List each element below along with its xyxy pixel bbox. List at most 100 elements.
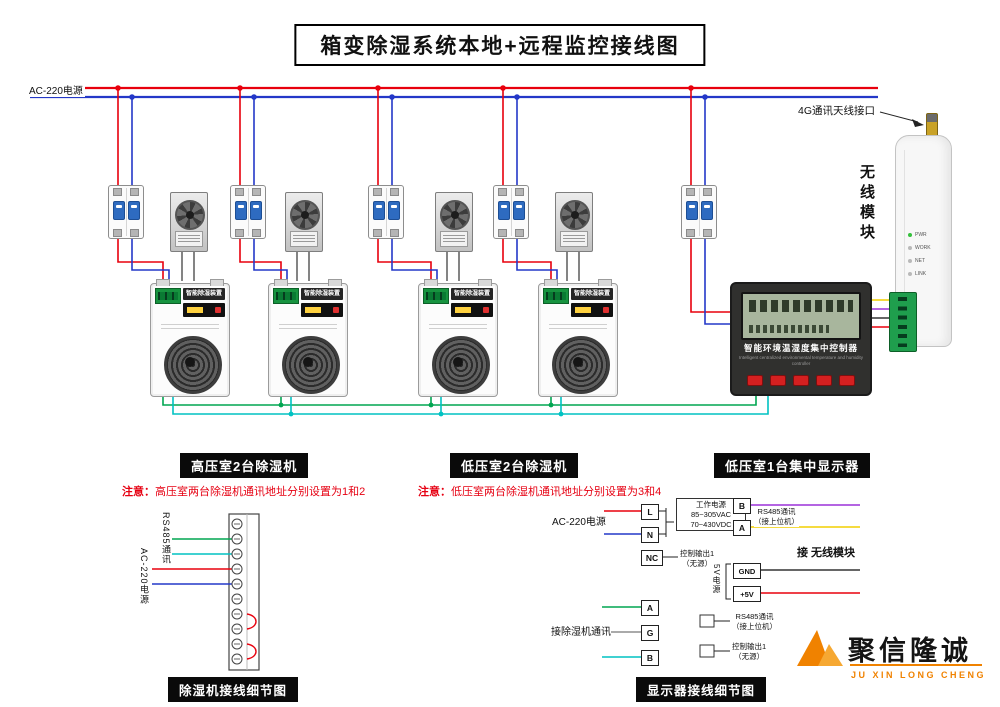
breaker-terminals [369,229,403,237]
display-detail-linework [602,504,860,658]
fan-unit-plate [560,231,588,247]
controller-button [770,375,786,386]
rs485-comm-wires [162,392,769,415]
rs485-host-label: RS485通讯 （接上位机） [754,507,799,527]
circuit-breaker-4 [493,185,529,239]
module-led-panel: PWR WORK NET LINK [908,228,948,280]
breaker-toggle [373,201,385,220]
terminal-A-out: A [733,520,751,536]
mount-ear [274,279,288,286]
circuit-breaker-1 [108,185,144,239]
rs485-host-line: RS485通讯 [757,507,796,516]
control-output-line: （无源） [734,651,765,661]
central-controller: 智能环境温湿度集中控制器 Intelligent centralized env… [730,282,872,396]
page-title: 箱变除湿系统本地+远程监控接线图 [294,24,706,66]
dehumidifier-1: 智能除湿装置 [150,279,230,397]
fan-unit-plate [175,231,203,247]
breaker-terminals [682,188,716,196]
logo-company-name-en: JU XIN LONG CHENG [851,670,987,680]
dehumidifier-nameplate: 智能除湿装置 [301,288,343,300]
blue-feeder-wires [131,97,730,325]
vents [161,324,219,332]
circuit-breaker-5 [681,185,717,239]
terminal-GND: GND [733,563,761,579]
breaker-toggle [235,201,247,220]
red-feeder-wires [117,88,730,313]
control-output-line: （无源） [682,558,713,568]
control-output-label-2: 控制输出1 （无源） [732,642,767,662]
mount-ear [156,279,170,286]
controller-button [747,375,763,386]
breaker-terminals [682,229,716,237]
dehumidifier-nameplate: 智能除湿装置 [183,288,225,300]
breaker-toggle [250,201,262,220]
note-text: 低压室两台除湿机通讯地址分别设置为3和4 [451,486,662,498]
fan-grill-icon [282,336,340,394]
fan-unit-leads [181,250,580,281]
breaker-terminals [369,188,403,196]
dehumidifier-display [571,303,613,317]
rs485-host-label-2: RS485通讯 （接上位机） [732,612,777,632]
power-bus-wires [30,86,878,99]
note-text: 高压室两台除湿机通讯地址分别设置为1和2 [155,486,366,498]
mount-ear [210,279,224,286]
terminal-N: N [641,527,659,543]
mount-ear [544,279,558,286]
led-row: NET [908,254,948,267]
breaker-toggle [113,201,125,220]
dehum-detail-power-label: AC-220电源 [139,548,149,605]
ac-power-label: AC-220电源 [27,82,85,97]
display-detail-ac-label: AC-220电源 [552,516,606,529]
work-power-line: 70~430VDC [690,519,732,529]
module-terminal-block [889,292,917,352]
terminal-B: B [641,650,659,666]
control-output-label: 控制输出1 （无源） [680,549,715,569]
vents [549,324,607,332]
logo-company-name: 聚信隆诚 [848,636,972,666]
breaker-toggle [128,201,140,220]
breaker-toggle [513,201,525,220]
terminal-block [155,288,181,304]
mount-ear [328,279,342,286]
fan-unit-plate [440,231,468,247]
breaker-toggle [686,201,698,220]
fan-icon [290,200,320,230]
led-label: PWR [915,231,927,238]
terminal-NC: NC [641,550,663,566]
mount-ear [598,279,612,286]
rs485-host-line: （接上位机） [754,516,799,526]
fan-unit-1 [170,192,208,252]
led-icon [908,245,912,250]
note-prefix: 注意： [122,486,155,498]
fan-icon [560,200,590,230]
fan-unit-4 [555,192,593,252]
terminal-5V: +5V [733,586,761,602]
dehumidifier-display [183,303,225,317]
terminal-B-out: B [733,498,751,514]
mount-ear [478,279,492,286]
led-label: LINK [915,270,927,277]
breaker-toggle [701,201,713,220]
breaker-terminals [231,188,265,196]
dehumidifier-2: 智能除湿装置 [268,279,348,397]
led-icon [908,271,912,276]
led-label: NET [915,257,925,264]
breaker-terminals [109,229,143,237]
fan-grill-icon [432,336,490,394]
led-icon [908,232,912,237]
vents [279,324,337,332]
controller-name: 智能环境温湿度集中控制器 [743,343,858,353]
fan-grill-icon [164,336,222,394]
caption-display-detail: 显示器接线细节图 [636,677,767,702]
badge-high-voltage-room: 高压室2台除湿机 [180,453,309,478]
note-prefix: 注意： [418,486,451,498]
led-row: LINK [908,267,948,280]
control-output-line: 控制输出1 [680,549,715,558]
vents [429,324,487,332]
controller-subtitle: Intelligent centralized environmental te… [738,355,864,367]
terminal-G: G [641,625,659,641]
controller-button [793,375,809,386]
caption-dehum-detail: 除湿机接线细节图 [168,677,299,702]
terminal-L: L [641,504,659,520]
